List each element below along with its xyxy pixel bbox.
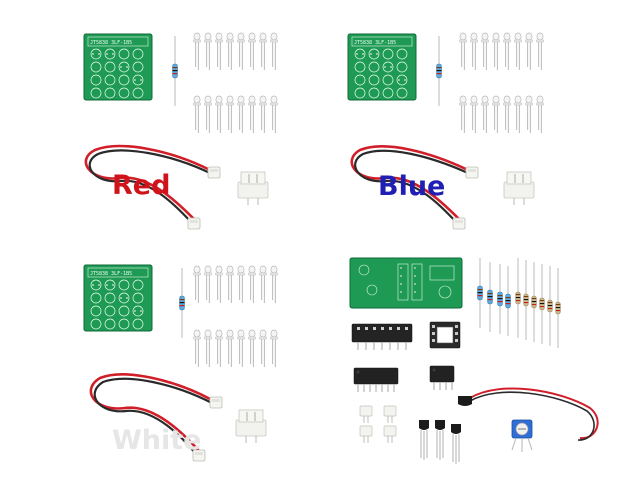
resistor	[436, 35, 442, 107]
jst-cable	[84, 144, 211, 223]
led-row-2	[194, 96, 278, 133]
controller-pcb	[349, 257, 463, 309]
led-matrix-pcb	[347, 33, 417, 101]
ic-socket-8	[429, 321, 461, 349]
led-row-1	[460, 33, 544, 70]
sensor-cable	[469, 387, 599, 441]
kit-label-white: White	[112, 425, 202, 456]
ic-chip-8	[429, 365, 455, 390]
kit-white	[83, 264, 278, 462]
led-row-1	[194, 33, 278, 70]
kit-controller	[349, 257, 599, 465]
resistor-set	[477, 257, 561, 349]
pin-header	[237, 171, 269, 206]
kit-label-red: Red	[112, 170, 171, 201]
jst-cable	[350, 145, 469, 223]
transistor	[450, 423, 462, 465]
transistor	[434, 419, 446, 461]
photoresistor	[458, 396, 472, 406]
resistor	[179, 267, 185, 339]
led-row-2	[194, 330, 278, 367]
led-matrix-pcb	[83, 264, 153, 332]
led-row-2	[460, 96, 544, 133]
potentiometer	[511, 419, 533, 452]
led-matrix-pcb	[83, 33, 153, 101]
pin-header	[235, 409, 267, 444]
transistor	[418, 419, 430, 461]
pin-header	[503, 171, 535, 206]
jst-cable	[89, 373, 213, 455]
ic-chip-14	[353, 367, 399, 393]
resistor	[172, 35, 178, 107]
led-row-1	[194, 266, 278, 303]
kit-blue	[347, 33, 544, 230]
kit-label-blue: Blue	[378, 171, 446, 202]
ic-socket-14	[351, 323, 413, 350]
kit-red	[83, 33, 278, 230]
